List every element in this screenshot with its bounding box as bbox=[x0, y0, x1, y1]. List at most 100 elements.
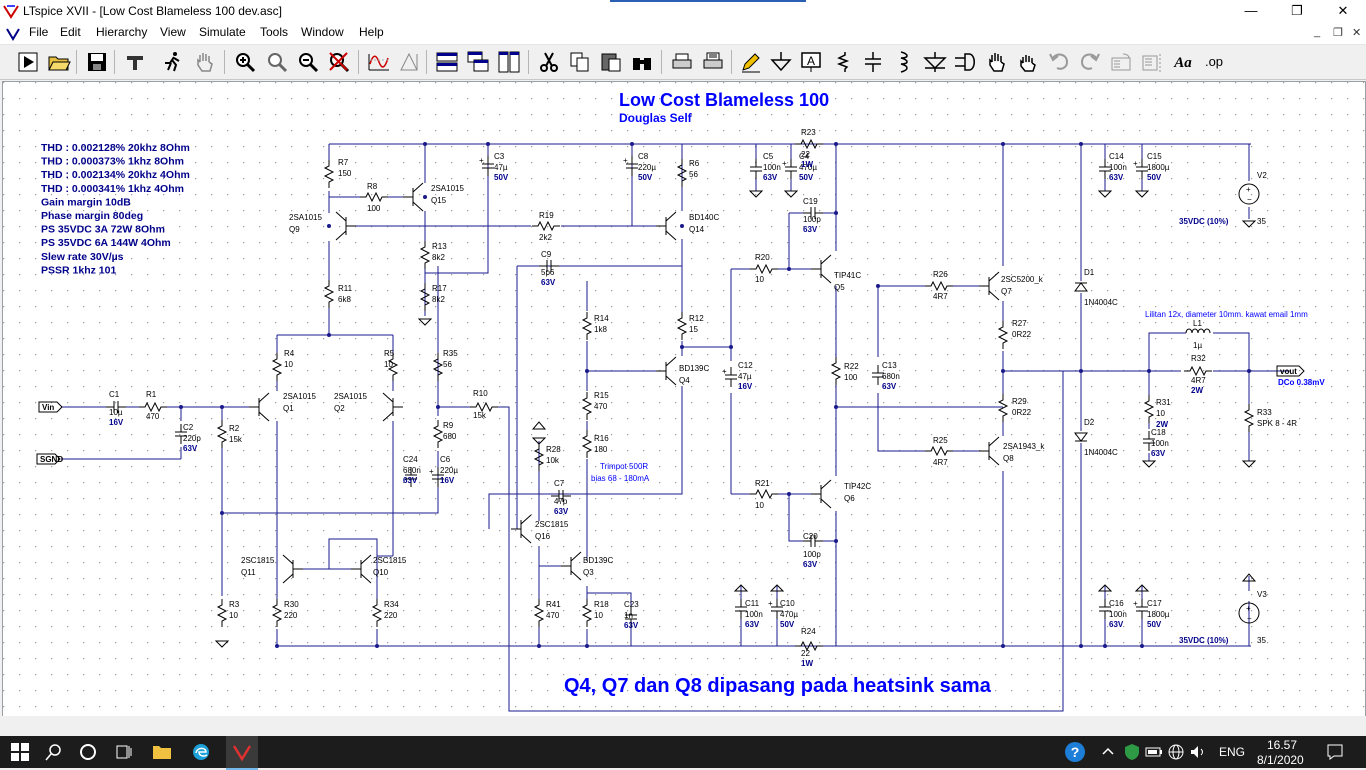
inductor-l1[interactable] bbox=[1185, 328, 1211, 334]
transistor-q14[interactable] bbox=[656, 211, 677, 241]
transistor-q10[interactable] bbox=[351, 554, 372, 584]
resistor-r27[interactable] bbox=[997, 321, 1009, 349]
capacitor-c3[interactable] bbox=[482, 156, 494, 176]
resistor-r35[interactable] bbox=[432, 353, 444, 381]
resistor-r14[interactable] bbox=[581, 312, 593, 340]
port-sgnd[interactable] bbox=[36, 453, 61, 465]
zoom-cancel-icon[interactable] bbox=[326, 49, 352, 75]
resistor-r17[interactable] bbox=[419, 283, 431, 311]
menu-hierarchy[interactable]: Hierarchy bbox=[96, 25, 148, 39]
help-icon[interactable]: ? bbox=[1063, 740, 1087, 764]
resistor-r5[interactable] bbox=[387, 353, 399, 381]
find-icon[interactable] bbox=[629, 49, 655, 75]
resistor-r9[interactable] bbox=[432, 420, 444, 448]
print-setup-icon[interactable] bbox=[700, 49, 726, 75]
zoom-out-icon[interactable] bbox=[295, 49, 321, 75]
resistor-r7[interactable] bbox=[323, 160, 335, 188]
component-icon[interactable] bbox=[952, 49, 978, 75]
clock-time[interactable]: 16.57 bbox=[1267, 738, 1298, 752]
resistor-r28[interactable] bbox=[533, 443, 545, 471]
drag-icon[interactable] bbox=[1015, 49, 1041, 75]
capacitor-c10[interactable] bbox=[771, 599, 783, 619]
volume-icon[interactable] bbox=[1186, 740, 1210, 764]
capacitor-c7[interactable] bbox=[551, 490, 571, 502]
resistor-r29[interactable] bbox=[997, 394, 1009, 422]
close-button[interactable]: ✕ bbox=[1337, 3, 1349, 18]
resistor-r23[interactable] bbox=[795, 138, 823, 150]
cut-icon[interactable] bbox=[536, 49, 562, 75]
resistor-r31[interactable] bbox=[1143, 395, 1155, 423]
paste-icon[interactable] bbox=[598, 49, 624, 75]
pan-hand-icon[interactable] bbox=[192, 49, 218, 75]
clock-date[interactable]: 8/1/2020 bbox=[1257, 753, 1304, 767]
label-icon[interactable]: A bbox=[798, 49, 824, 75]
transistor-q9[interactable] bbox=[335, 211, 356, 241]
mirror-icon[interactable] bbox=[1139, 49, 1165, 75]
capacitor-icon[interactable] bbox=[860, 49, 886, 75]
menu-window[interactable]: Window bbox=[301, 25, 344, 39]
minimize-button[interactable]: — bbox=[1244, 3, 1258, 18]
capacitor-c5[interactable] bbox=[750, 159, 762, 179]
transistor-q15[interactable] bbox=[403, 182, 424, 212]
resistor-r21[interactable] bbox=[750, 488, 778, 500]
zoom-area-icon[interactable] bbox=[264, 49, 290, 75]
chevron-up-icon[interactable] bbox=[1096, 740, 1120, 764]
resistor-r13[interactable] bbox=[419, 241, 431, 269]
capacitor-c18[interactable] bbox=[1143, 431, 1155, 451]
cortana-icon[interactable] bbox=[76, 740, 100, 764]
menu-edit[interactable]: Edit bbox=[60, 25, 81, 39]
transistor-q7[interactable] bbox=[979, 271, 1000, 301]
transistor-q1[interactable] bbox=[249, 392, 270, 422]
run-icon[interactable] bbox=[15, 49, 41, 75]
resistor-r2[interactable] bbox=[216, 420, 228, 448]
resistor-r16[interactable] bbox=[581, 430, 593, 458]
resistor-r32[interactable] bbox=[1184, 365, 1212, 377]
capacitor-c9[interactable] bbox=[539, 260, 559, 272]
pencil-icon[interactable] bbox=[738, 49, 764, 75]
diode-d1[interactable] bbox=[1074, 282, 1088, 292]
cascade-icon[interactable] bbox=[465, 49, 491, 75]
resistor-r41[interactable] bbox=[533, 599, 545, 627]
print-icon[interactable] bbox=[669, 49, 695, 75]
resistor-r8[interactable] bbox=[360, 191, 388, 203]
resistor-r10[interactable] bbox=[470, 401, 498, 413]
edge-icon[interactable] bbox=[189, 740, 213, 764]
resistor-r11[interactable] bbox=[323, 280, 335, 308]
copy-icon[interactable] bbox=[567, 49, 593, 75]
transistor-q4[interactable] bbox=[656, 356, 677, 386]
capacitor-c2[interactable] bbox=[175, 424, 187, 444]
waveform-icon[interactable] bbox=[366, 49, 392, 75]
resistor-r26[interactable] bbox=[925, 280, 953, 292]
undo-icon[interactable] bbox=[1046, 49, 1072, 75]
capacitor-c8[interactable] bbox=[626, 156, 638, 176]
resistor-r33[interactable] bbox=[1243, 404, 1255, 432]
resistor-r34[interactable] bbox=[371, 599, 383, 627]
mdi-restore-button[interactable]: ❐ bbox=[1333, 27, 1343, 39]
move-icon[interactable] bbox=[984, 49, 1010, 75]
menu-help[interactable]: Help bbox=[359, 25, 384, 39]
port-vout[interactable] bbox=[1276, 365, 1305, 377]
transistor-q8[interactable] bbox=[979, 436, 1000, 466]
resistor-r20[interactable] bbox=[750, 263, 778, 275]
resistor-r25[interactable] bbox=[925, 445, 953, 457]
transistor-q11[interactable] bbox=[282, 554, 303, 584]
diode-icon[interactable] bbox=[922, 49, 948, 75]
transistor-q3[interactable] bbox=[561, 551, 582, 581]
text-icon[interactable]: Aa bbox=[1170, 49, 1196, 75]
port-vin[interactable] bbox=[38, 401, 63, 413]
menu-simulate[interactable]: Simulate bbox=[199, 25, 246, 39]
capacitor-c11[interactable] bbox=[735, 599, 747, 619]
resistor-r3[interactable] bbox=[216, 599, 228, 627]
capacitor-c6[interactable] bbox=[432, 467, 444, 487]
resistor-r24[interactable] bbox=[795, 640, 823, 652]
file-explorer-icon[interactable] bbox=[150, 740, 174, 764]
resistor-r12[interactable] bbox=[676, 312, 688, 340]
transistor-q5[interactable] bbox=[811, 254, 832, 284]
resistor-r4[interactable] bbox=[271, 353, 283, 381]
resistor-r18[interactable] bbox=[581, 599, 593, 627]
grid-icon[interactable] bbox=[396, 49, 422, 75]
capacitor-c17[interactable] bbox=[1136, 599, 1148, 619]
battery-icon[interactable] bbox=[1142, 740, 1166, 764]
op-icon[interactable]: .op bbox=[1201, 49, 1227, 75]
menu-view[interactable]: View bbox=[160, 25, 186, 39]
